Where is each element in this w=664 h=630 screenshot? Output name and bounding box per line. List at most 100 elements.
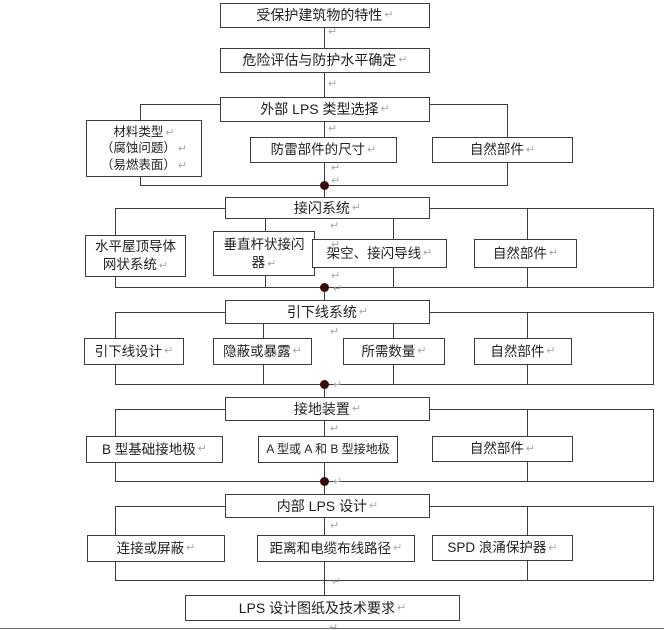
flow-node-earthing-system: 接地装置↵: [225, 397, 430, 421]
connector-line: [324, 562, 325, 580]
connector-line: [430, 409, 654, 410]
flow-node-concealed-or-exposed: 隐蔽或暴露↵: [213, 338, 312, 365]
paragraph-mark: ↵: [330, 520, 340, 532]
paragraph-mark: ↵: [393, 542, 403, 555]
paragraph-mark: ↵: [525, 442, 536, 455]
connector-line: [507, 104, 508, 137]
flow-node-cable-routing: 距离和电缆布线路径↵: [257, 535, 415, 562]
paragraph-mark: ↵: [384, 9, 394, 22]
connector-line: [653, 506, 654, 580]
paragraph-mark: ↵: [165, 127, 175, 140]
connector-line: [324, 73, 325, 97]
paragraph-mark: ↵: [398, 54, 408, 67]
connector-line: [324, 481, 325, 494]
paragraph-mark: ↵: [332, 576, 342, 588]
connector-line: [140, 104, 141, 120]
paragraph-mark: ↵: [351, 201, 362, 214]
connector-line: [527, 561, 528, 580]
connector-line: [507, 163, 508, 185]
paragraph-mark: ↵: [331, 239, 341, 251]
page-bottom-border: [0, 628, 664, 629]
connector-line: [115, 208, 116, 235]
connector-line: [324, 421, 325, 436]
flow-node-type-a-or-ab-electrode: A 型或 A 和 B 型接地极: [258, 436, 398, 463]
flow-node-natural-components-1: 自然部件↵: [432, 137, 573, 163]
junction-dot: [320, 477, 329, 486]
connector-line: [115, 365, 116, 384]
flow-node-overhead-wires: 架空、接闪导线↵: [312, 239, 447, 268]
flow-node-down-conductor-design: 引下线设计↵: [84, 338, 184, 365]
paragraph-mark: ↵: [329, 622, 339, 630]
paragraph-mark: ↵: [328, 123, 338, 135]
paragraph-mark: ↵: [186, 542, 196, 555]
paragraph-mark: ↵: [417, 345, 427, 358]
connector-line: [115, 580, 654, 581]
connector-line: [430, 208, 654, 209]
connector-line: [393, 219, 394, 239]
flow-node-air-termination-system: 接闪系统↵: [225, 197, 430, 219]
paragraph-mark: ↵: [331, 175, 341, 187]
paragraph-mark: ↵: [330, 326, 340, 338]
paragraph-mark: ↵: [330, 423, 340, 435]
connector-line: [393, 324, 394, 338]
paragraph-mark: ↵: [548, 247, 559, 260]
connector-line: [430, 506, 654, 507]
flow-node-roof-mesh: 水平屋顶导体 网状系统↵: [85, 235, 186, 277]
flow-node-type-b-electrode: B 型基础接地极↵: [86, 436, 223, 463]
connector-line: [115, 312, 116, 338]
flow-node-material-type: 材料类型↵ （腐蚀问题）↵ （易燃表面）↵: [86, 120, 202, 177]
connector-line: [393, 268, 394, 287]
connector-line: [115, 409, 116, 436]
connector-line: [527, 506, 528, 535]
connector-line: [265, 219, 266, 231]
paragraph-mark: ↵: [177, 159, 188, 172]
connector-line: [393, 365, 394, 384]
paragraph-mark: ↵: [267, 257, 277, 270]
connector-line: [527, 409, 528, 436]
connector-line: [324, 384, 325, 397]
flow-node-internal-lps-design: 内部 LPS 设计↵: [225, 494, 430, 518]
connector-line: [115, 208, 225, 209]
paragraph-mark: ↵: [369, 499, 379, 512]
paragraph-mark: ↵: [423, 247, 433, 260]
connector-line: [527, 365, 528, 384]
connector-line: [115, 287, 654, 288]
connector-line: [324, 518, 325, 535]
paragraph-mark: ↵: [328, 26, 338, 38]
flow-node-external-lps-type: 外部 LPS 类型选择↵: [220, 97, 430, 122]
connector-line: [324, 163, 325, 185]
paragraph-mark: ↵: [546, 345, 556, 358]
connector-line: [324, 463, 325, 481]
connector-line: [324, 28, 325, 48]
paragraph-mark: ↵: [525, 143, 536, 156]
paragraph-mark: ↵: [164, 345, 174, 358]
connector-line: [115, 481, 654, 482]
connector-line: [115, 384, 654, 385]
flow-node-natural-components-3: 自然部件↵: [474, 338, 572, 365]
flow-node-component-dimensions: 防雷部件的尺寸↵: [250, 137, 397, 163]
connector-line: [115, 312, 225, 313]
paragraph-mark: ↵: [548, 541, 558, 554]
junction-dot: [320, 283, 329, 292]
paragraph-mark: ↵: [292, 345, 302, 358]
connector-line: [324, 185, 325, 197]
connector-line: [265, 276, 266, 287]
paragraph-mark: ↵: [330, 220, 340, 232]
flow-node-vertical-rod: 垂直杆状接闪 器↵: [213, 231, 315, 276]
paragraph-mark: ↵: [331, 270, 341, 282]
connector-line: [140, 104, 220, 105]
connector-line: [263, 324, 264, 338]
connector-line: [527, 312, 528, 338]
flow-node-protected-building: 受保护建筑物的特性↵: [220, 3, 430, 28]
connector-line: [324, 122, 325, 137]
flow-node-spd-protector: SPD 浪涌保护器↵: [432, 535, 573, 561]
paragraph-mark: ↵: [397, 601, 407, 614]
connector-line: [263, 365, 264, 384]
connector-line: [653, 312, 654, 384]
connector-line: [115, 506, 116, 535]
connector-line: [527, 208, 528, 239]
connector-line: [115, 562, 116, 580]
connector-line: [430, 104, 507, 105]
paragraph-mark: ↵: [331, 162, 341, 174]
paragraph-mark: ↵: [333, 476, 343, 488]
